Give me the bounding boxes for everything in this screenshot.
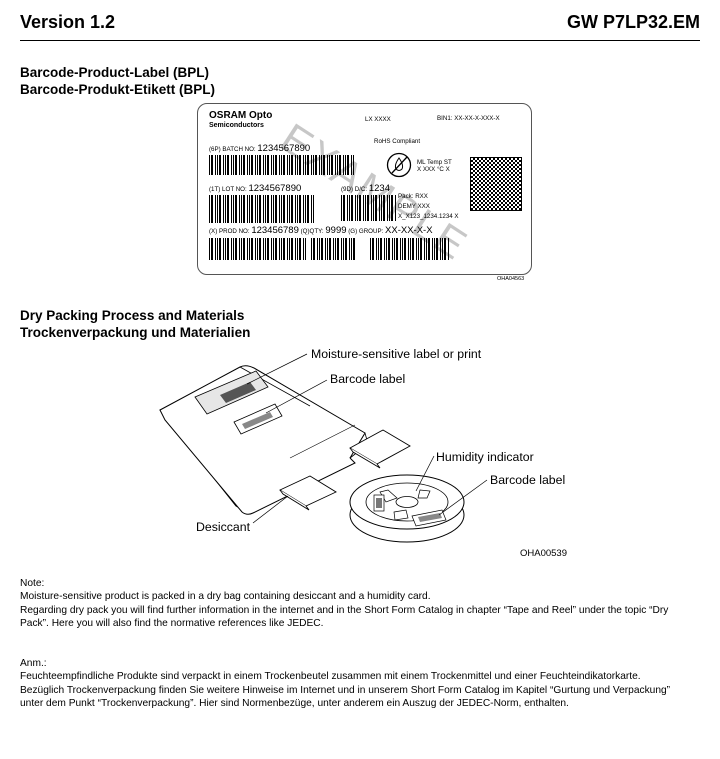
document-version: Version 1.2 (20, 12, 116, 32)
dry-pack-illustration (159, 353, 488, 543)
label-brand: OSRAM Opto (209, 110, 273, 121)
barcode-product-label: OSRAM Opto Semiconductors LX XXXX BIN1: … (197, 103, 532, 275)
callout-humidity-indicator: Humidity indicator (436, 450, 534, 464)
label-bin: BIN1: XX-XX-X-XXX-X (437, 115, 500, 122)
qty-label: (Q)QTY: (300, 228, 324, 235)
callout-barcode-label-bag: Barcode label (330, 372, 406, 386)
note-heading: Note: (20, 578, 45, 589)
label-brand-sub: Semiconductors (209, 122, 264, 129)
label-lot: (1T) LOT NO: 1234567890 (209, 183, 301, 194)
dc-value: 1234 (368, 183, 390, 194)
moisture-symbol-icon (386, 152, 412, 178)
batch-label: (6P) BATCH NO: (209, 146, 256, 153)
note-line: unter dem Punkt “Trockenverpackung”. Hie… (20, 698, 569, 710)
datamatrix-code (470, 157, 522, 211)
prod-label: (X) PROD NO: (209, 228, 250, 235)
note-line: Bezüglich Trockenverpackung finden Sie w… (20, 684, 671, 696)
barcode-prod (209, 238, 307, 260)
section-title-de: Trockenverpackung und Materialien (20, 325, 251, 340)
barcode-dc (341, 195, 396, 221)
note-line: Regarding dry pack you will find further… (20, 604, 669, 616)
label-rohs: RoHS Compliant (374, 138, 421, 145)
barcode-lot (209, 195, 314, 223)
label-demy: DEMY XXX (398, 203, 430, 210)
callout-barcode-label-reel: Barcode label (490, 473, 566, 487)
note-line: Feuchteempfindliche Produkte sind verpac… (20, 671, 641, 683)
bpl-figure-id: OHA04563 (497, 276, 525, 282)
section-title-drypack: Dry Packing Process and Materials Trocke… (20, 307, 250, 341)
barcode-batch (209, 155, 354, 175)
lot-label: (1T) LOT NO: (209, 186, 247, 193)
lot-value: 1234567890 (248, 183, 302, 194)
desiccant-pouch-top (349, 429, 411, 469)
label-batch: (6P) BATCH NO: 1234567890 (209, 143, 310, 154)
section-title-de: Barcode-Produkt-Etikett (BPL) (20, 82, 216, 97)
dc-label: (9D) D/C: (341, 186, 368, 193)
dry-bag (159, 365, 369, 515)
group-value: XX-XX-X-X (385, 225, 433, 236)
section-title-bpl: Barcode-Product-Label (BPL) Barcode-Prod… (20, 64, 215, 98)
barcode-group (370, 238, 450, 260)
callout-moisture-label: Moisture-sensitive label or print (311, 347, 482, 361)
drypack-figure-id: OHA00539 (520, 548, 568, 559)
prod-value: 123456789 (251, 225, 299, 236)
batch-value: 1234567890 (257, 143, 311, 154)
barcode-qty (311, 238, 355, 260)
part-number: GW P7LP32.EM (566, 12, 700, 32)
label-pack: Pack: RXX (398, 193, 428, 200)
note-english: Note: Moisture-sensitive product is pack… (20, 577, 710, 631)
tape-reel (349, 474, 465, 543)
label-lx: LX XXXX (365, 116, 391, 123)
group-label: (G) GROUP: (348, 228, 384, 235)
header-rule (20, 40, 700, 41)
callout-desiccant: Desiccant (196, 520, 250, 534)
label-prod: (X) PROD NO: 123456789 (Q)QTY: 9999 (G) … (209, 225, 433, 236)
label-ml-header: ML Temp ST (417, 159, 452, 166)
label-ml-values: X XXX °C X (417, 166, 450, 173)
qty-value: 9999 (325, 225, 347, 236)
label-xcode: X_X123_1234.1234 X (398, 213, 459, 220)
label-dc: (9D) D/C: 1234 (341, 183, 390, 194)
note-german: Anm.: Feuchteempfindliche Produkte sind … (20, 657, 710, 711)
note-line: Moisture-sensitive product is packed in … (20, 591, 431, 603)
note-heading: Anm.: (20, 658, 47, 669)
section-title-en: Barcode-Product-Label (BPL) (20, 65, 210, 80)
note-line: Pack”. Here you will also find the norma… (20, 618, 324, 630)
desiccant-pouch-bottom (279, 475, 337, 511)
section-title-en: Dry Packing Process and Materials (20, 308, 245, 323)
